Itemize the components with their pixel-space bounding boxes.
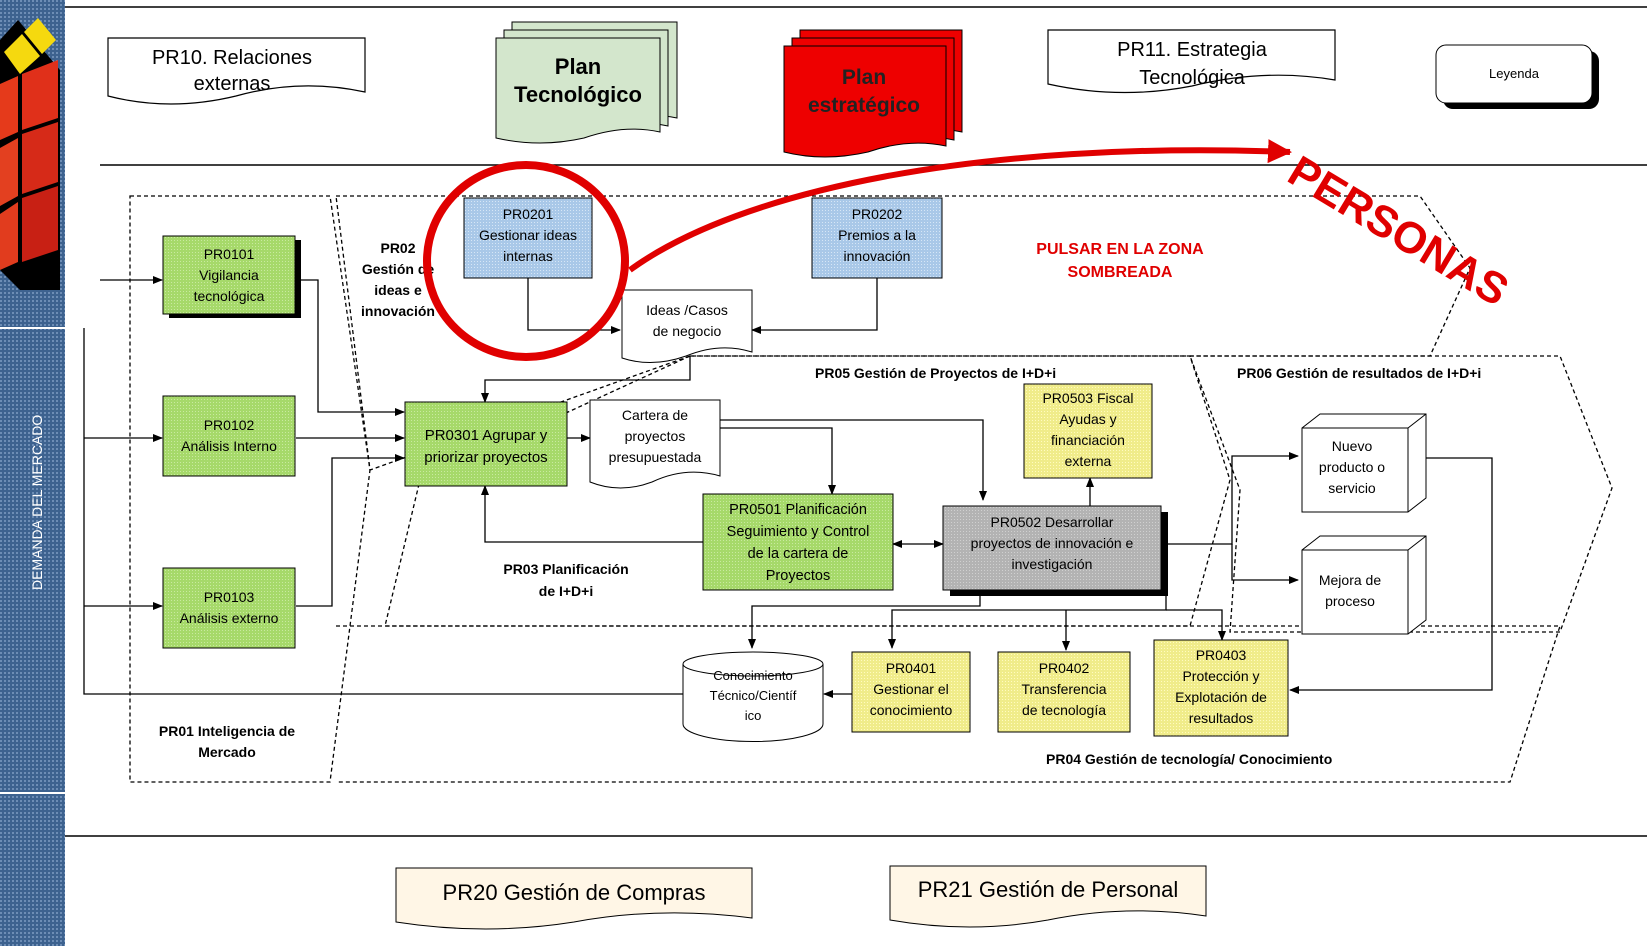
pr04-group-label: PR04 Gestión de tecnología/ Conocimiento	[1046, 751, 1332, 767]
pr21-gestion-personal[interactable]: PR21 Gestión de Personal	[889, 865, 1207, 928]
highlight-circle	[423, 161, 629, 361]
leyenda-button[interactable]: Leyenda	[1435, 44, 1599, 109]
pr06-group-label: PR06 Gestión de resultados de I+D+i	[1237, 365, 1481, 381]
svg-text:Leyenda: Leyenda	[1489, 66, 1540, 81]
pr05-group-label: PR05 Gestión de Proyectos de I+D+i	[815, 365, 1056, 381]
personas-arrow	[628, 139, 1292, 273]
rubik-cube-image	[0, 18, 60, 290]
connectors	[83, 276, 1493, 698]
personas-label: PERSONAS	[1280, 147, 1517, 316]
svg-text:PR21 Gestión de Personal: PR21 Gestión de Personal	[918, 877, 1179, 902]
pr20-gestion-compras[interactable]: PR20 Gestión de Compras	[395, 867, 753, 930]
market-demand-label: DEMANDA DEL MERCADO	[29, 415, 45, 590]
svg-text:PR20 Gestión de Compras: PR20 Gestión de Compras	[443, 880, 706, 905]
